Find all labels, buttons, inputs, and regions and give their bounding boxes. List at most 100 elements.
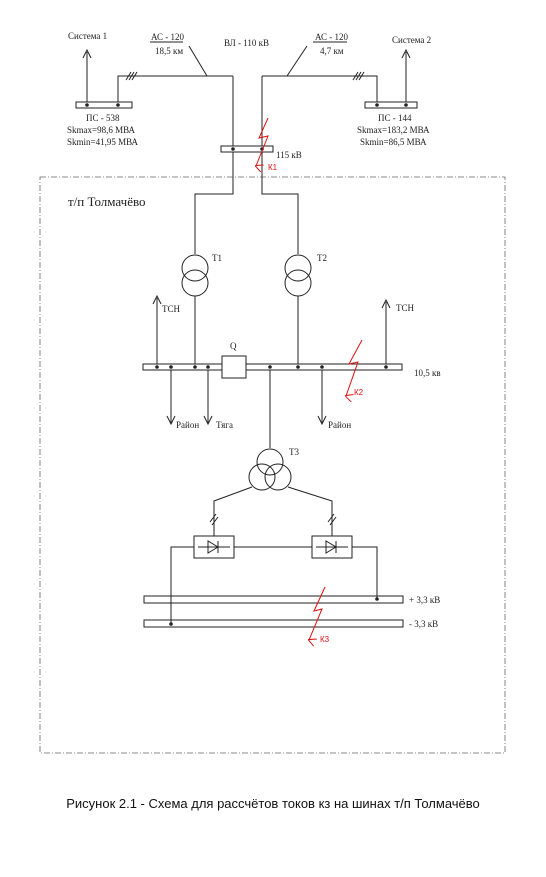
bus-115-label: 115 кВ	[276, 150, 302, 160]
connection-dot	[116, 103, 120, 107]
feeder-rayon-2-label: Район	[328, 420, 351, 430]
connection-dot	[404, 103, 408, 107]
fault-k2: К2	[346, 339, 364, 397]
aux-right-label: ТСН	[396, 303, 415, 313]
fault-k3: К3	[309, 586, 330, 644]
line-left-length: 18,5 км	[155, 46, 183, 56]
transformer-winding-icon	[181, 269, 209, 297]
fault-lightning-icon	[256, 117, 269, 166]
dc-plus-label: + 3,3 кВ	[409, 595, 440, 605]
transformer-winding-icon	[248, 463, 276, 491]
aux-right: ТСН	[381, 298, 415, 364]
system-2-label: Система 2	[392, 35, 431, 45]
tick-mark	[352, 71, 359, 81]
connection-dot	[268, 365, 272, 369]
fault-lightning-icon	[346, 339, 363, 396]
system-1: Система 1	[68, 31, 107, 102]
tick-mark	[327, 513, 335, 523]
system-1-label: Система 1	[68, 31, 107, 41]
arrow-head-icon	[82, 48, 92, 59]
substation-name: т/п Толмачёво	[68, 194, 146, 209]
line-left-wire	[117, 75, 207, 102]
tick-mark	[209, 513, 217, 523]
substation-boundary	[39, 176, 506, 754]
t2-label: Т2	[317, 253, 327, 263]
tick-mark	[355, 71, 362, 81]
figure-caption: Рисунок 2.1 - Схема для рассчётов токов …	[66, 796, 480, 811]
dc-plus-bar	[143, 595, 404, 604]
fault-k2-label: К2	[354, 388, 364, 397]
transformer-winding-icon	[284, 254, 312, 282]
dc-minus-lead	[170, 546, 194, 624]
ps-538-name: ПС - 538	[86, 113, 120, 123]
transformer-winding-icon	[256, 448, 284, 476]
line-right-length: 4,7 км	[320, 46, 344, 56]
connection-dot	[193, 365, 197, 369]
connection-dot	[320, 365, 324, 369]
ps-538-skmax: Skmax=98,6 МВА	[67, 125, 136, 135]
tick-mark	[211, 516, 219, 526]
bus-10-label: 10,5 кв	[414, 368, 441, 378]
tick-mark	[358, 71, 365, 81]
transformer-t2: Т2	[284, 253, 327, 364]
ps-144-bus	[364, 101, 418, 109]
connection-dot	[384, 365, 388, 369]
bus-10-bar	[142, 363, 403, 371]
line-right-type: АС - 120	[315, 32, 349, 42]
arrow-head-icon	[401, 48, 411, 59]
aux-left: ТСН	[152, 294, 181, 364]
rectifier-2	[311, 535, 353, 559]
dc-minus-bus: - 3,3 кВ	[143, 619, 438, 629]
overhead-line-label: ВЛ - 110 кВ	[224, 38, 269, 48]
ps-538-skmin: Skmin=41,95 МВА	[67, 137, 139, 147]
tick-mark	[125, 71, 132, 81]
rectifier-1	[193, 535, 235, 559]
connection-dot	[375, 597, 379, 601]
tick-mark	[131, 71, 138, 81]
ps-144-name: ПС - 144	[378, 113, 412, 123]
ps-538: ПС - 538 Skmax=98,6 МВА Skmin=41,95 МВА	[67, 101, 139, 147]
line-left-diag	[188, 45, 208, 77]
transformer-t1: Т1	[181, 253, 222, 364]
connection-dot	[169, 365, 173, 369]
t2-feed	[261, 177, 299, 254]
connection-dot	[375, 103, 379, 107]
connection-dot	[155, 365, 159, 369]
diode-icon	[207, 540, 219, 554]
arrow-down-icon	[317, 415, 327, 426]
feeder-rayon-2: Район	[317, 370, 351, 430]
ps-538-bus	[75, 101, 133, 109]
t3-lead-right	[287, 486, 333, 536]
fault-k3-label: К3	[320, 635, 330, 644]
dc-minus-bar	[143, 619, 404, 628]
aux-left-label: ТСН	[162, 304, 181, 314]
breaker-q-label: Q	[230, 341, 237, 351]
connection-dot	[169, 622, 173, 626]
fault-lightning-icon	[309, 586, 326, 640]
ps-144-skmin: Skmin=86,5 МВА	[360, 137, 427, 147]
dc-plus-lead	[352, 546, 378, 599]
t3-lead-left	[213, 486, 253, 536]
breaker-q: Q	[221, 341, 247, 379]
diode-icon	[325, 540, 337, 554]
fault-k1-label: К1	[268, 163, 278, 172]
arrow-down-icon	[203, 415, 213, 426]
transformer-winding-icon	[181, 254, 209, 282]
transformer-t3: Т3	[209, 447, 337, 536]
line-right: АС - 120 4,7 км	[261, 32, 378, 146]
fault-k1: К1	[256, 117, 278, 172]
line-left: АС - 120 18,5 км	[117, 32, 234, 146]
tick-mark	[329, 516, 337, 526]
line-right-diag	[286, 45, 308, 77]
arrow-head-icon	[381, 298, 391, 309]
feeder-tyaga-label: Тяга	[216, 420, 233, 430]
transformer-winding-icon	[264, 463, 292, 491]
breaker-q-box	[221, 355, 247, 379]
feeder-rayon-1-label: Район	[176, 420, 199, 430]
feeder-rayon-1: Район	[166, 370, 199, 430]
bus-10: 10,5 кв	[142, 363, 441, 378]
connection-dot	[231, 147, 235, 151]
t1-feed	[194, 177, 234, 254]
feeder-tyaga: Тяга	[203, 370, 233, 430]
